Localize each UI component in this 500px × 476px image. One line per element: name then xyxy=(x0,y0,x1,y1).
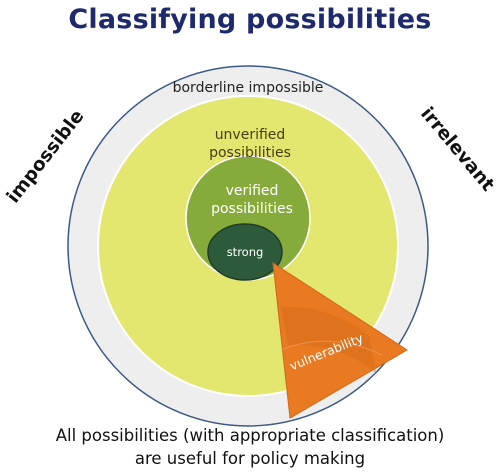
strong-label: strong xyxy=(227,245,264,259)
verified-label-line1: verified xyxy=(226,183,279,199)
caption-line2: are useful for policy making xyxy=(134,449,366,468)
caption-line1: All possibilities (with appropriate clas… xyxy=(55,426,445,445)
diagram-title: Classifying possibilities xyxy=(68,4,432,35)
strong-ellipse xyxy=(207,223,283,281)
borderline-impossible-label: borderline impossible xyxy=(173,80,324,96)
caption: All possibilities (with appropriate clas… xyxy=(0,424,500,470)
vulnerability-wedge xyxy=(272,262,408,419)
unverified-label-line2: possibilities xyxy=(209,145,291,161)
unverified-label-line1: unverified xyxy=(215,127,286,143)
verified-label-line2: possibilities xyxy=(211,201,293,217)
irrelevant-label: irrelevant xyxy=(416,103,498,195)
